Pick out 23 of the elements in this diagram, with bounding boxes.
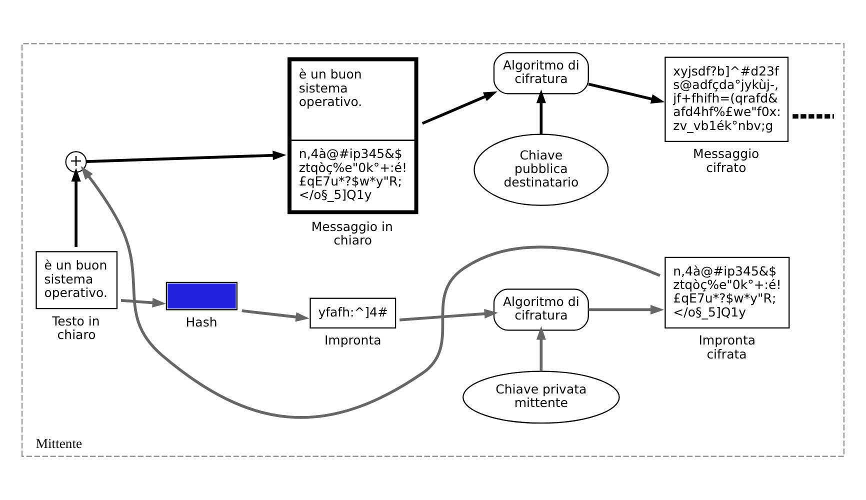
node-box: Algoritmo di cifratura	[493, 288, 589, 331]
arrow	[242, 309, 310, 322]
arrow	[120, 298, 166, 308]
arrow	[86, 150, 286, 163]
node-label: Messaggio in chiaro	[311, 219, 393, 248]
node-box: Algoritmo di cifratura	[493, 52, 589, 94]
arrow	[536, 89, 546, 134]
arrow	[422, 91, 498, 125]
arrow	[80, 166, 661, 419]
arrow	[588, 304, 664, 314]
arrow	[399, 308, 498, 322]
node-ellipse: Chiave privata mittente	[462, 370, 620, 424]
arrow	[536, 326, 546, 372]
node-label: Impronta cifrata	[698, 332, 756, 362]
arrow	[71, 168, 81, 247]
node-label: Messaggio cifrato	[693, 146, 760, 175]
node-label: Impronta	[324, 332, 382, 348]
connector	[792, 114, 834, 119]
arrow	[588, 82, 665, 104]
node-ellipse: Chiave pubblica destinatario	[474, 134, 609, 206]
node-circle: +	[65, 151, 87, 173]
node-label: Testo in chiaro	[52, 313, 100, 342]
node-label: Hash	[186, 314, 218, 330]
